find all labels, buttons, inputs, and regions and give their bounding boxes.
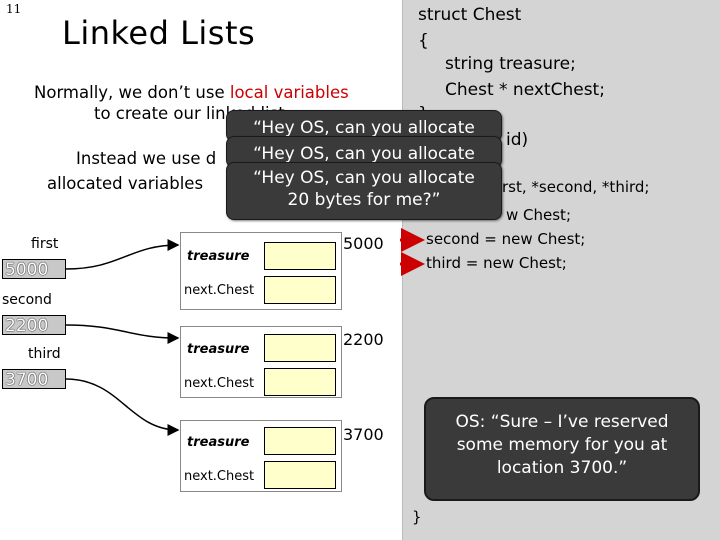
code-line-3: string treasure;	[445, 54, 576, 74]
node-1-address: 5000	[343, 234, 384, 253]
node-3-treasure-field	[264, 427, 336, 455]
variable-label-second: second	[2, 292, 52, 308]
os-request-line-2: 20 bytes for me?”	[287, 190, 441, 210]
node-3-address: 3700	[343, 425, 384, 444]
intro-line-1-text: Normally, we don’t use	[34, 83, 230, 102]
node-3-next-label: next.Chest	[184, 469, 255, 484]
code-line-2: {	[418, 31, 429, 51]
intro-local-variables: local variables	[229, 83, 349, 102]
code-line-6: id)	[506, 130, 529, 150]
arrow-first-to-node-1	[65, 239, 180, 270]
node-2-next-field	[264, 368, 336, 396]
arrow-third-to-node-3	[65, 378, 180, 436]
node-2-treasure-field	[264, 334, 336, 362]
code-line-4: Chest * nextChest;	[445, 80, 605, 100]
os-reply-text: OS: “Sure – I’ve reserved some memory fo…	[455, 412, 669, 478]
code-line-1: struct Chest	[418, 5, 522, 25]
arrow-second-to-node-2	[65, 324, 180, 344]
intro-line-1: Normally, we don’t use local variables	[34, 83, 349, 102]
node-2-address: 2200	[343, 330, 384, 349]
variable-label-third: third	[28, 346, 61, 362]
code-line-7: rst, *second, *third;	[502, 178, 650, 196]
variable-label-first: first	[31, 236, 59, 252]
node-1-next-label: next.Chest	[184, 283, 255, 298]
code-line-8: w Chest;	[506, 206, 571, 224]
os-request-callout-back-2-text: “Hey OS, can you allocate	[253, 144, 475, 164]
variable-box-third: 3700	[2, 369, 66, 390]
slide-number: 11	[6, 2, 22, 16]
intro-line-4: allocated variables	[47, 174, 204, 193]
slide-title: Linked Lists	[62, 14, 256, 52]
os-request-callout-back-1-text: “Hey OS, can you allocate	[253, 118, 475, 138]
code-line-9: second = new Chest;	[426, 230, 586, 248]
os-request-line-1: “Hey OS, can you allocate	[253, 168, 475, 188]
node-1-next-field	[264, 276, 336, 304]
code-line-10: third = new Chest;	[426, 254, 567, 272]
node-2-treasure-label: treasure	[187, 342, 250, 357]
node-3-next-field	[264, 461, 336, 489]
node-1-treasure-field	[264, 242, 336, 270]
code-closing-brace: }	[412, 508, 422, 526]
variable-box-first: 5000	[2, 259, 66, 280]
intro-line-3: Instead we use d	[76, 149, 217, 168]
node-2-next-label: next.Chest	[184, 376, 255, 391]
variable-box-second: 2200	[2, 315, 66, 336]
os-reply-box: OS: “Sure – I’ve reserved some memory fo…	[424, 397, 700, 501]
os-request-callout: “Hey OS, can you allocate 20 bytes for m…	[226, 162, 502, 220]
node-1-treasure-label: treasure	[187, 249, 250, 264]
node-3-treasure-label: treasure	[187, 435, 250, 450]
